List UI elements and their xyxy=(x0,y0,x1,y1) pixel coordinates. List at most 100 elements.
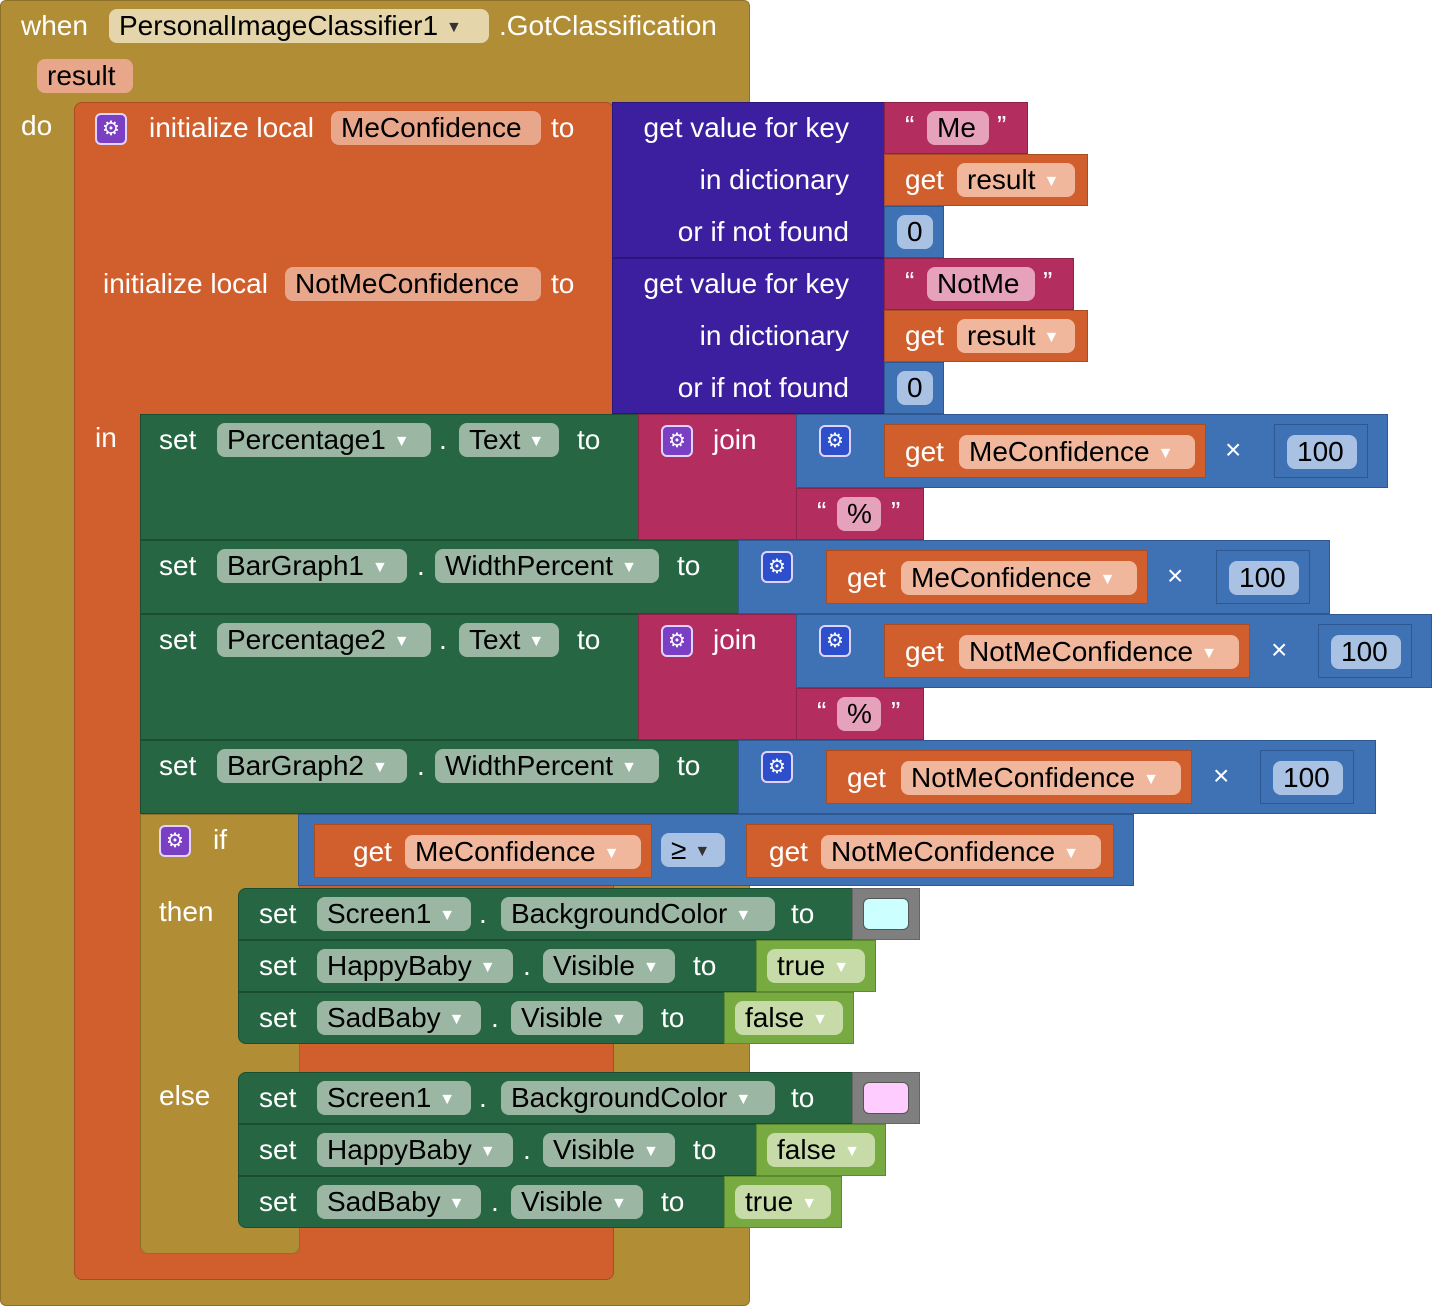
dict-lookup-block-2[interactable]: get value for key in dictionary or if no… xyxy=(612,258,886,414)
else-set-sadbaby-visible[interactable]: set SadBaby▼ . Visible▼ to xyxy=(238,1176,726,1228)
component-dropdown[interactable]: Screen1▼ xyxy=(317,1081,471,1115)
get-label: get xyxy=(769,836,808,867)
number-block-100[interactable]: 100 xyxy=(1260,750,1354,804)
property-dropdown[interactable]: Text▼ xyxy=(459,623,559,657)
color-swatch-light-pink[interactable] xyxy=(863,1082,909,1114)
boolean-block-else-1[interactable]: false▼ xyxy=(756,1124,886,1176)
number-block-default-1[interactable]: 0 xyxy=(884,206,944,258)
component-dropdown[interactable]: BarGraph1▼ xyxy=(217,549,407,583)
property-dropdown[interactable]: WidthPercent▼ xyxy=(435,749,659,783)
component-dropdown[interactable]: SadBaby▼ xyxy=(317,1185,481,1219)
join-block-2[interactable]: ⚙ join xyxy=(638,614,798,740)
text-value-percent[interactable]: % xyxy=(837,697,881,731)
property-dropdown[interactable]: WidthPercent▼ xyxy=(435,549,659,583)
mutator-gear-icon[interactable]: ⚙ xyxy=(661,625,693,657)
get-meconfidence-1[interactable]: get MeConfidence▼ xyxy=(884,424,1206,478)
number-block-default-2[interactable]: 0 xyxy=(884,362,944,414)
number-value[interactable]: 100 xyxy=(1331,635,1401,669)
number-value[interactable]: 0 xyxy=(897,215,933,249)
component-dropdown[interactable]: PersonalImageClassifier1▼ xyxy=(109,9,489,43)
component-dropdown[interactable]: SadBaby▼ xyxy=(317,1001,481,1035)
then-set-screen1-bgcolor[interactable]: set Screen1▼ . BackgroundColor▼ to xyxy=(238,888,854,940)
number-block-100[interactable]: 100 xyxy=(1216,550,1310,604)
get-var-dropdown[interactable]: result▼ xyxy=(957,319,1075,353)
init-local-label-2: initialize local xyxy=(103,268,268,299)
component-dropdown[interactable]: Screen1▼ xyxy=(317,897,471,931)
get-var-dropdown[interactable]: MeConfidence▼ xyxy=(959,435,1195,469)
get-var-dropdown[interactable]: NotMeConfidence▼ xyxy=(901,761,1181,795)
mutator-gear-icon[interactable]: ⚙ xyxy=(819,425,851,457)
number-value[interactable]: 100 xyxy=(1273,761,1343,795)
text-block-percent-2[interactable]: “ % ” xyxy=(796,688,924,740)
text-block-percent-1[interactable]: “ % ” xyxy=(796,488,924,540)
mutator-gear-icon[interactable]: ⚙ xyxy=(159,825,191,857)
text-value-percent[interactable]: % xyxy=(837,497,881,531)
set-percentage1-text[interactable]: set Percentage1▼ . Text▼ to xyxy=(140,414,640,540)
text-block-notme[interactable]: “ NotMe ” xyxy=(884,258,1074,310)
get-result-block-2[interactable]: get result▼ xyxy=(884,310,1088,362)
get-notmeconfidence-1[interactable]: get NotMeConfidence▼ xyxy=(884,624,1250,678)
mutator-gear-icon[interactable]: ⚙ xyxy=(761,551,793,583)
else-set-happybaby-visible[interactable]: set HappyBaby▼ . Visible▼ to xyxy=(238,1124,758,1176)
local-var-1[interactable]: MeConfidence xyxy=(331,111,541,145)
chevron-down-icon: ▼ xyxy=(448,1194,465,1212)
dict-lookup-block-1[interactable]: get value for key in dictionary or if no… xyxy=(612,102,886,258)
property-dropdown[interactable]: BackgroundColor▼ xyxy=(501,897,775,931)
then-set-happybaby-visible[interactable]: set HappyBaby▼ . Visible▼ to xyxy=(238,940,758,992)
local-var-2[interactable]: NotMeConfidence xyxy=(285,267,541,301)
property-dropdown[interactable]: Visible▼ xyxy=(543,1133,675,1167)
text-value-notme[interactable]: NotMe xyxy=(927,267,1035,301)
mutator-gear-icon[interactable]: ⚙ xyxy=(661,425,693,457)
number-value[interactable]: 100 xyxy=(1229,561,1299,595)
get-meconfidence-if[interactable]: get MeConfidence▼ xyxy=(314,824,652,878)
set-bargraph1-widthpercent[interactable]: set BarGraph1▼ . WidthPercent▼ to xyxy=(140,540,740,614)
boolean-dropdown[interactable]: true▼ xyxy=(735,1185,831,1219)
boolean-block-else-2[interactable]: true▼ xyxy=(724,1176,842,1228)
mutator-gear-icon[interactable]: ⚙ xyxy=(95,113,127,145)
property-dropdown[interactable]: Visible▼ xyxy=(543,949,675,983)
component-dropdown[interactable]: HappyBaby▼ xyxy=(317,1133,513,1167)
else-set-screen1-bgcolor[interactable]: set Screen1▼ . BackgroundColor▼ to xyxy=(238,1072,854,1124)
color-block-else[interactable] xyxy=(852,1072,920,1124)
boolean-dropdown[interactable]: false▼ xyxy=(767,1133,875,1167)
get-notmeconfidence-if[interactable]: get NotMeConfidence▼ xyxy=(746,824,1114,878)
operator-dropdown[interactable]: ≥▼ xyxy=(661,833,725,867)
property-dropdown[interactable]: Visible▼ xyxy=(511,1001,643,1035)
then-set-sadbaby-visible[interactable]: set SadBaby▼ . Visible▼ to xyxy=(238,992,726,1044)
number-value[interactable]: 0 xyxy=(897,371,933,405)
color-block-then[interactable] xyxy=(852,888,920,940)
boolean-dropdown[interactable]: false▼ xyxy=(735,1001,843,1035)
get-var-dropdown[interactable]: NotMeConfidence▼ xyxy=(959,635,1239,669)
join-block-1[interactable]: ⚙ join xyxy=(638,414,798,540)
property-dropdown[interactable]: Visible▼ xyxy=(511,1185,643,1219)
mutator-gear-icon[interactable]: ⚙ xyxy=(761,751,793,783)
property-dropdown[interactable]: BackgroundColor▼ xyxy=(501,1081,775,1115)
component-dropdown[interactable]: BarGraph2▼ xyxy=(217,749,407,783)
mutator-gear-icon[interactable]: ⚙ xyxy=(819,625,851,657)
get-var-dropdown[interactable]: result▼ xyxy=(957,163,1075,197)
set-bargraph2-widthpercent[interactable]: set BarGraph2▼ . WidthPercent▼ to xyxy=(140,740,740,814)
get-notmeconfidence-2[interactable]: get NotMeConfidence▼ xyxy=(826,750,1192,804)
get-var-dropdown[interactable]: NotMeConfidence▼ xyxy=(821,835,1101,869)
text-block-me[interactable]: “ Me ” xyxy=(884,102,1028,154)
component-dropdown[interactable]: Percentage2▼ xyxy=(217,623,431,657)
boolean-block-then-2[interactable]: false▼ xyxy=(724,992,854,1044)
component-dropdown[interactable]: Percentage1▼ xyxy=(217,423,431,457)
component-dropdown[interactable]: HappyBaby▼ xyxy=(317,949,513,983)
get-meconfidence-2[interactable]: get MeConfidence▼ xyxy=(826,550,1148,604)
boolean-block-then-1[interactable]: true▼ xyxy=(756,940,876,992)
chevron-down-icon: ▼ xyxy=(1099,570,1116,588)
property-dropdown[interactable]: Text▼ xyxy=(459,423,559,457)
to-label: to xyxy=(661,1186,685,1217)
set-percentage2-text[interactable]: set Percentage2▼ . Text▼ to xyxy=(140,614,640,740)
get-result-block-1[interactable]: get result▼ xyxy=(884,154,1088,206)
text-value-me[interactable]: Me xyxy=(927,111,989,145)
number-block-100[interactable]: 100 xyxy=(1274,424,1368,478)
boolean-dropdown[interactable]: true▼ xyxy=(767,949,865,983)
color-swatch-light-cyan[interactable] xyxy=(863,898,909,930)
param-result[interactable]: result xyxy=(37,59,133,93)
get-var-dropdown[interactable]: MeConfidence▼ xyxy=(405,835,641,869)
number-value[interactable]: 100 xyxy=(1287,435,1357,469)
number-block-100[interactable]: 100 xyxy=(1318,624,1412,678)
get-var-dropdown[interactable]: MeConfidence▼ xyxy=(901,561,1137,595)
